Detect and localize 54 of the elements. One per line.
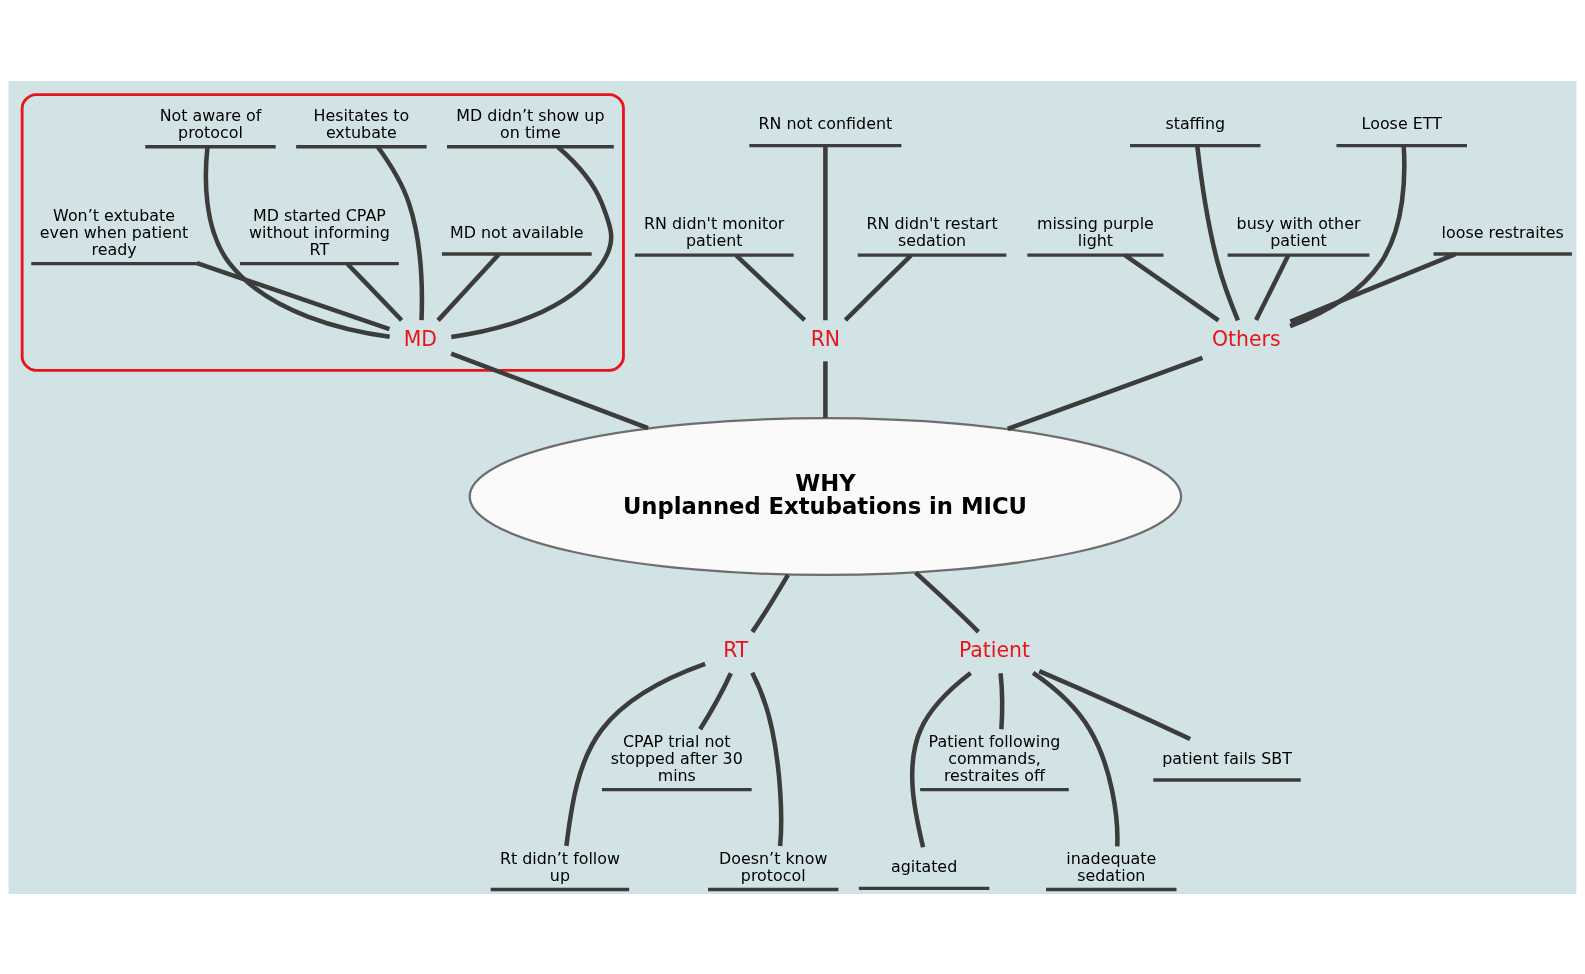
node-text: MD not available (449, 222, 584, 242)
node-text: RN didn't monitor patient (644, 213, 785, 250)
connector (909, 670, 973, 848)
node-text: RN not confident (758, 113, 893, 133)
connector (750, 671, 784, 846)
connector (345, 261, 404, 322)
node-text: MD started CPAP without informing RT (249, 205, 390, 259)
node-text: Loose ETT (1361, 113, 1442, 133)
node-text: Patient (958, 637, 1030, 662)
node-text: RN (810, 326, 841, 351)
connector (1123, 252, 1220, 322)
connector (564, 661, 706, 846)
connector (376, 145, 425, 320)
connector (698, 671, 733, 730)
node-text: missing purple light (1036, 213, 1154, 250)
node-text: RT (723, 637, 749, 662)
node-text: Hesitates to extubate (313, 105, 410, 142)
connector (750, 573, 790, 633)
connector (1254, 253, 1291, 321)
connector (203, 146, 391, 339)
node-text: staffing (1165, 113, 1226, 133)
node-text: busy with other patient (1236, 213, 1361, 250)
node-text: CPAP trial not stopped after 30 mins (610, 731, 743, 785)
connector (823, 360, 828, 418)
connector (914, 570, 981, 633)
connector (436, 252, 501, 322)
node-ellipse: WHY Unplanned Extubations in MICU (468, 416, 1183, 576)
node-text: patient fails SBT (1162, 748, 1292, 768)
node-text: MD didn’t show up on time (456, 105, 605, 142)
node-text: Doesn’t know protocol (719, 848, 828, 885)
node-text: Patient following commands, restraites off (928, 731, 1061, 785)
connector (1289, 145, 1407, 328)
node-text: Not aware of protocol (159, 105, 262, 142)
connector (843, 253, 913, 322)
connector (823, 145, 828, 320)
connector (1195, 144, 1240, 321)
node-text: Rt didn’t follow up (499, 848, 620, 885)
connector (1289, 251, 1457, 324)
connector (734, 253, 807, 322)
node-text: Won’t extubate even when patient ready (39, 205, 189, 259)
node-text: loose restraites (1441, 222, 1564, 242)
node-text: Others (1212, 326, 1281, 351)
node-text: RN didn't restart sedation (866, 213, 998, 250)
connector (450, 144, 614, 339)
node-text: inadequate sedation (1066, 848, 1157, 885)
cluster (20, 92, 625, 372)
connector (450, 351, 649, 430)
connector (998, 672, 1005, 729)
node-text: agitated (890, 856, 958, 876)
connector (1038, 668, 1192, 741)
connector (1031, 670, 1120, 846)
node-text: MD (403, 326, 438, 351)
connector (1006, 355, 1204, 431)
connector (196, 260, 391, 331)
